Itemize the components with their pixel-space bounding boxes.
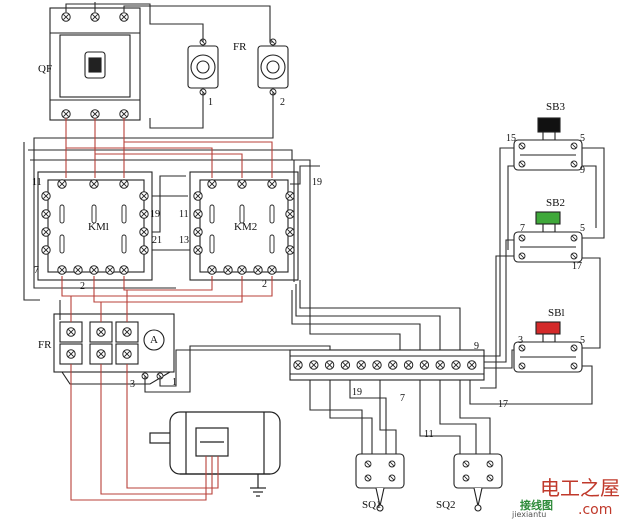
strip-terminal-screw bbox=[324, 360, 335, 370]
label-sb3: SB3 bbox=[546, 101, 565, 113]
thermal-relay-fr bbox=[53, 313, 175, 385]
watermark-sub: 接线图 bbox=[520, 499, 553, 512]
label-strip-9: 9 bbox=[474, 341, 479, 352]
strip-terminal-screw bbox=[435, 360, 445, 370]
limit-switch-sq2 bbox=[453, 453, 503, 512]
strip-terminal-screw bbox=[356, 360, 366, 370]
fuse-2 bbox=[257, 38, 289, 96]
label-fuse-2: 2 bbox=[280, 97, 285, 108]
label-km1-19: 19 bbox=[150, 209, 160, 220]
label-km2-13: 13 bbox=[179, 235, 189, 246]
label-strip-11: 11 bbox=[424, 429, 434, 440]
button-sb2 bbox=[513, 211, 583, 263]
label-km1: KMl bbox=[88, 221, 109, 233]
label-fr-bottom: FR bbox=[38, 339, 52, 351]
contactor-km2 bbox=[189, 171, 299, 281]
label-km1-7: 7 bbox=[34, 265, 39, 276]
label-sb1-3: 3 bbox=[518, 335, 523, 346]
motor bbox=[149, 411, 281, 475]
label-km2-2: 2 bbox=[262, 279, 267, 290]
label-fuse-1: 1 bbox=[208, 97, 213, 108]
strip-terminal-screw bbox=[340, 360, 351, 370]
label-sb2-7: 7 bbox=[520, 223, 525, 234]
label-wire-19-top: 19 bbox=[312, 177, 322, 188]
strip-terminal-screw bbox=[467, 360, 477, 370]
strip-terminal-screw bbox=[293, 360, 303, 370]
button-sb3 bbox=[513, 117, 583, 171]
label-ammeter: A bbox=[150, 334, 158, 346]
label-fr-3: 3 bbox=[130, 379, 135, 390]
strip-terminal-screw bbox=[388, 360, 398, 370]
label-sb3-15: 15 bbox=[506, 133, 516, 144]
watermark-url: jiexiantu bbox=[512, 510, 547, 519]
label-strip-17: 17 bbox=[498, 399, 508, 410]
wires-red bbox=[61, 118, 273, 501]
label-strip-19: 19 bbox=[352, 387, 362, 398]
strip-terminal-screw bbox=[309, 360, 319, 370]
strip-terminal-screw bbox=[419, 360, 430, 370]
label-sb1: SBl bbox=[548, 307, 565, 319]
watermark-domain: .com bbox=[578, 502, 613, 518]
label-km1-21: 21 bbox=[152, 235, 162, 246]
ground-symbol bbox=[250, 474, 266, 497]
strip-terminal-screw bbox=[403, 360, 414, 370]
label-sb3-9: 9 bbox=[580, 165, 585, 176]
terminal-strip bbox=[289, 349, 485, 381]
circuit-breaker-qf bbox=[49, 7, 141, 121]
label-fr-1: 1 bbox=[172, 377, 177, 388]
button-sb1 bbox=[513, 321, 583, 373]
label-sb1-5: 5 bbox=[580, 335, 585, 346]
label-km1-11: 11 bbox=[32, 177, 42, 188]
label-sq2: SQ2 bbox=[436, 499, 456, 511]
strip-terminal-screw bbox=[372, 360, 382, 370]
fuse-1 bbox=[187, 38, 219, 96]
label-km2: KM2 bbox=[234, 221, 258, 233]
strip-terminal-screw bbox=[451, 360, 461, 370]
label-qf: QF bbox=[38, 63, 53, 75]
limit-switch-sq1 bbox=[355, 453, 405, 512]
wires-black bbox=[23, 2, 605, 454]
label-sb2-5: 5 bbox=[580, 223, 585, 234]
label-fr-top: FR bbox=[233, 41, 247, 53]
watermark-title: 电工之屋 bbox=[540, 476, 620, 500]
label-sb2-17: 17 bbox=[572, 261, 582, 272]
label-sq1: SQ1 bbox=[362, 499, 382, 511]
label-km2-11: 11 bbox=[179, 209, 189, 220]
label-strip-7: 7 bbox=[400, 393, 405, 404]
label-km1-2: 2 bbox=[80, 281, 85, 292]
label-sb3-5: 5 bbox=[580, 133, 585, 144]
label-sb2: SB2 bbox=[546, 197, 565, 209]
